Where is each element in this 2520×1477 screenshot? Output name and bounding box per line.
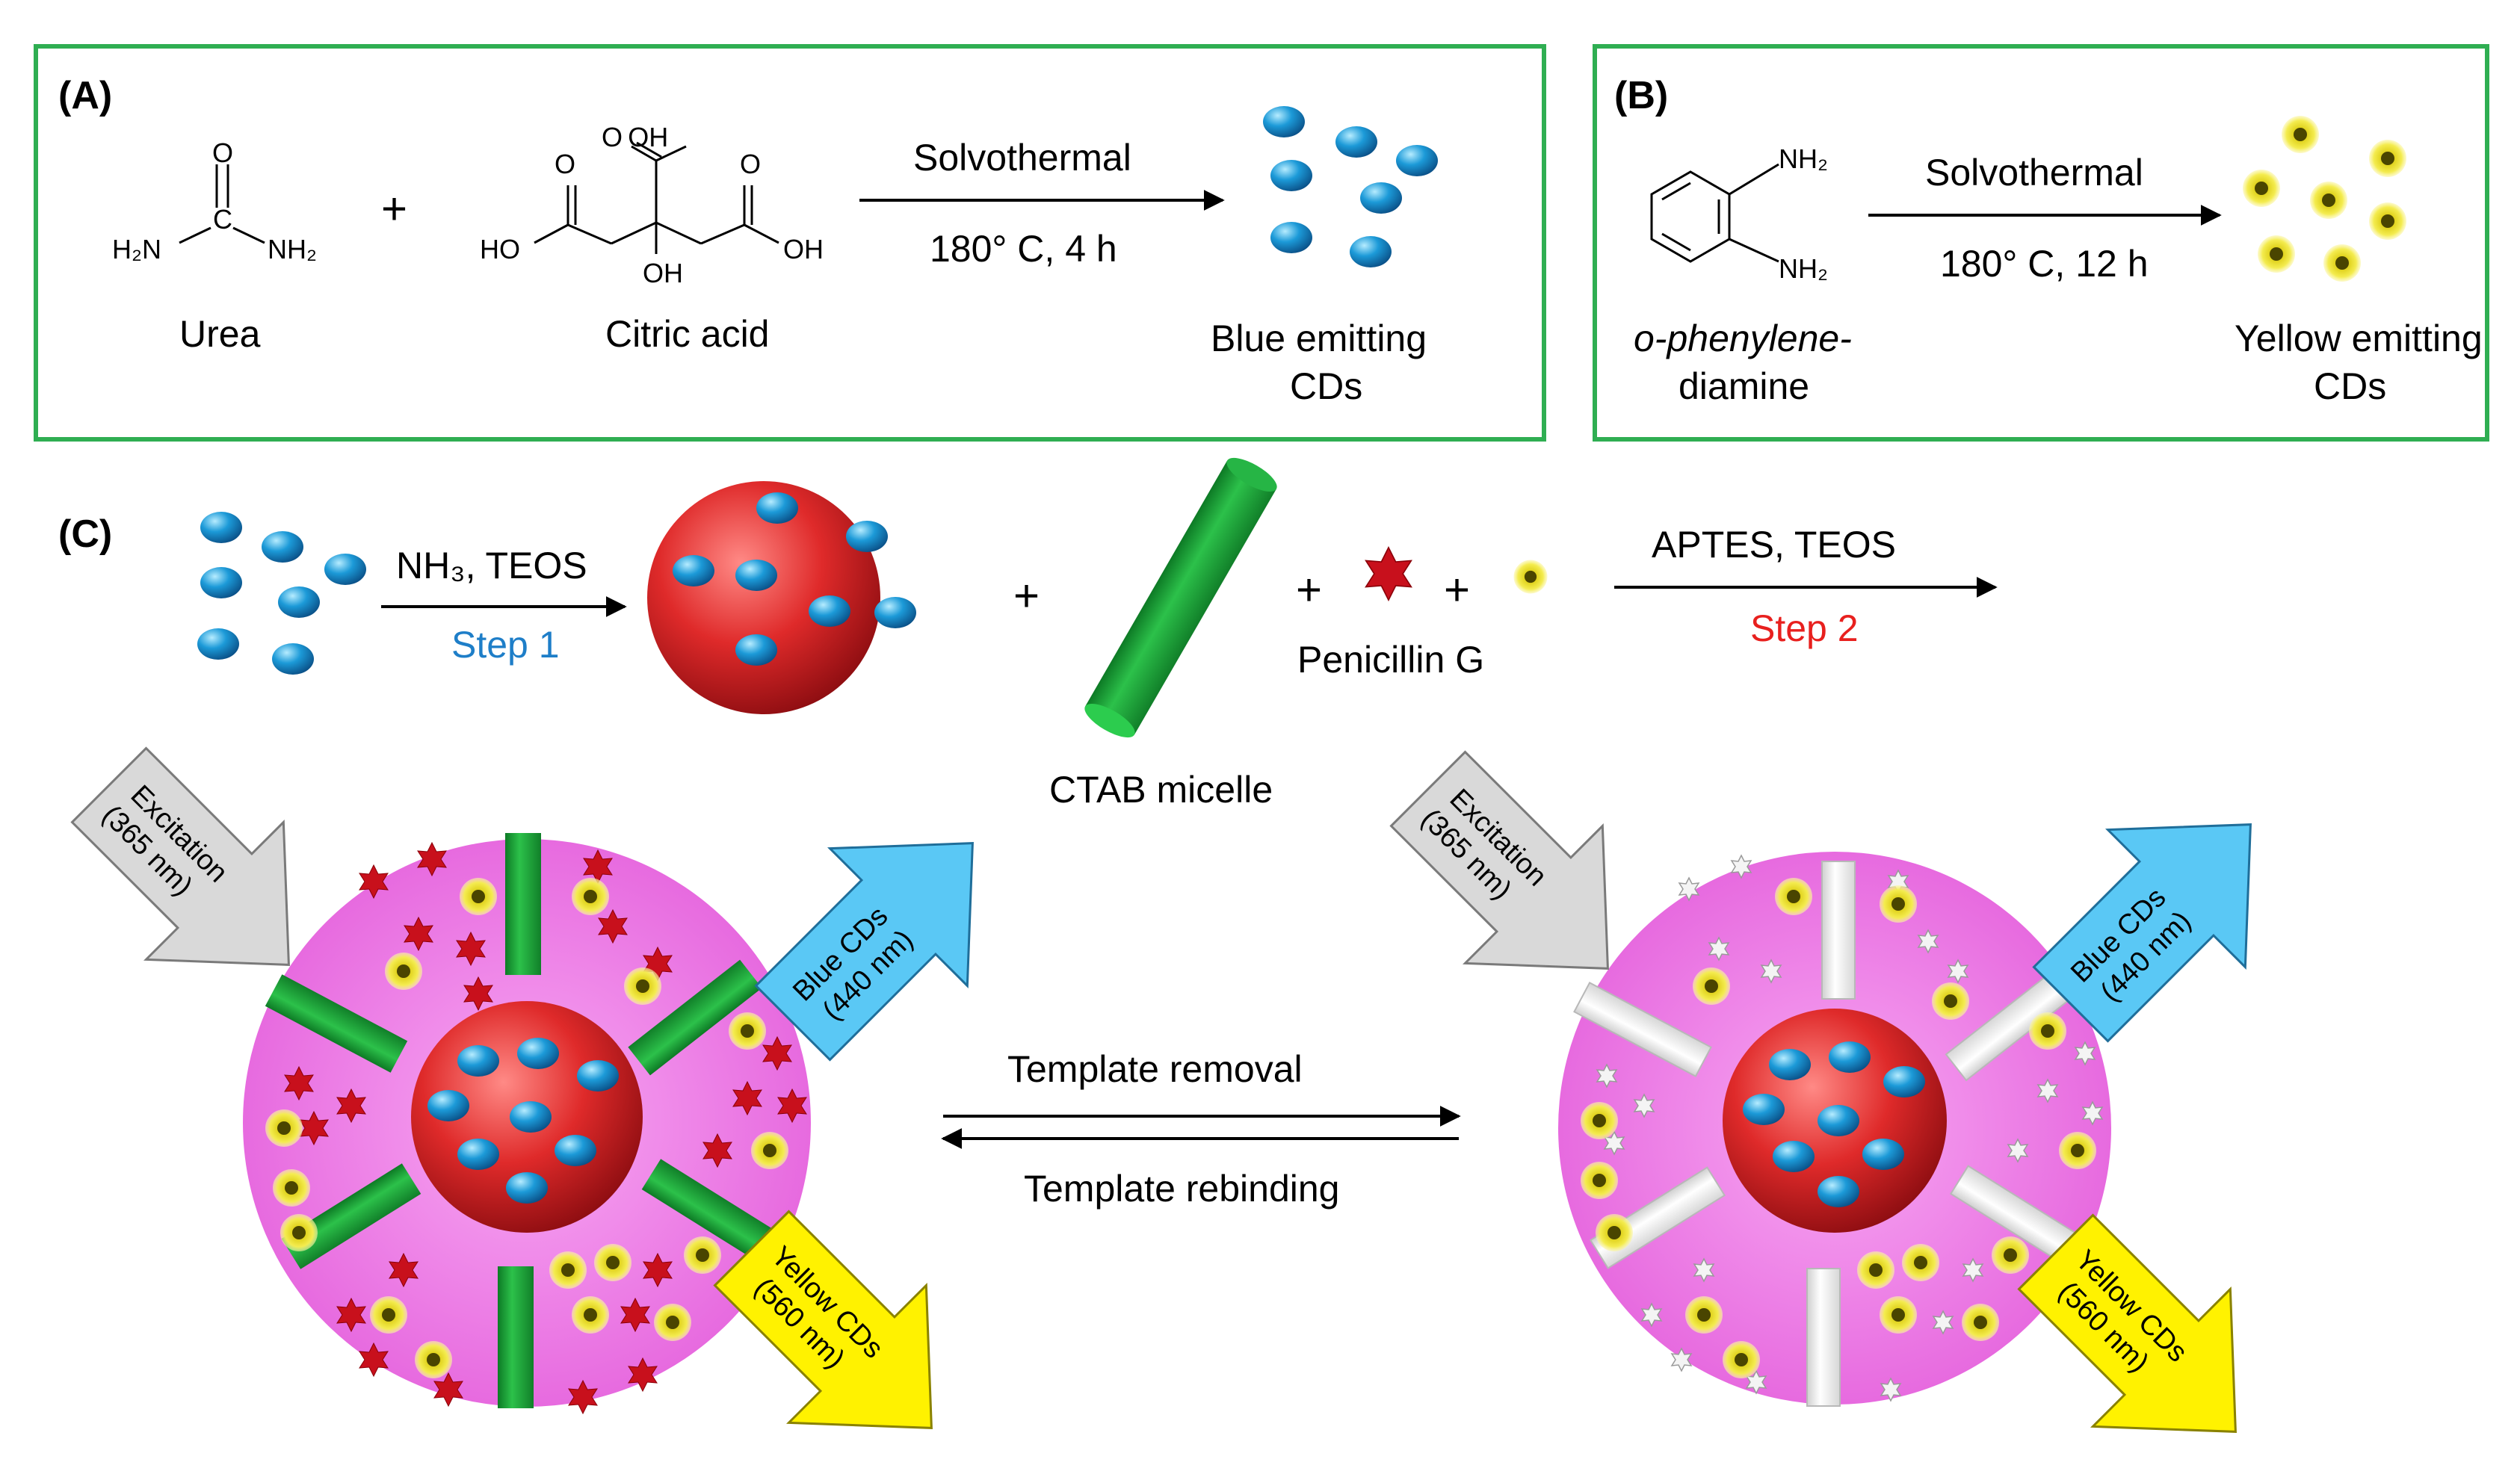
mip-particle-template-removed [1558,852,2111,1407]
panel-a-label: (A) [58,74,112,117]
yellow-cds-label-2: CDs [2314,365,2386,407]
urea-h2n: H₂N [112,234,161,264]
urea-nh2: NH₂ [268,234,317,264]
panel-a-frame [34,44,1546,442]
citric-acid-label: Citric acid [605,313,769,355]
blue-cds-label-1: Blue emitting [1211,318,1427,359]
solvothermal-b-label: Solvothermal [1925,152,2143,193]
panel-c-label: (C) [58,513,112,556]
step2-reagent: APTES, TEOS [1652,524,1896,566]
plus-a: + [381,184,407,234]
citric-o-right: O [740,149,761,179]
urea-structure [179,164,265,244]
penicillin-label: Penicillin G [1297,639,1484,681]
urea-c-atom: C [213,204,232,235]
panel-b-frame [1593,44,2489,442]
yellow-cd-single [1513,560,1548,594]
citric-o-left: O [555,149,575,179]
conditions-a-label: 180° C, 4 h [930,228,1117,270]
plus-c-1: + [1013,571,1040,621]
opd-label-2: diamine [1679,365,1809,407]
citric-o-oh-top: O OH [602,122,668,152]
step1-reagent: NH₃, TEOS [396,545,587,586]
plus-c-2: + [1296,565,1322,615]
conditions-b-label: 180° C, 12 h [1940,243,2149,285]
mip-particle-with-template [243,833,811,1414]
opd-label-1: o-phenylene- [1634,318,1852,359]
panel-b-label: (B) [1614,74,1668,117]
opd-nh2-bottom: NH₂ [1779,253,1828,284]
step2-label: Step 2 [1750,607,1859,649]
yellow-cds-cluster-b [2243,116,2406,282]
blue-emission-arrow-right: Blue CDs (440 nm) [2032,823,2252,1043]
plus-c-3: + [1444,565,1470,615]
opd-nh2-top: NH₂ [1779,143,1828,174]
blue-cds-label-2: CDs [1290,365,1362,407]
ctab-label: CTAB micelle [1049,769,1273,811]
blue-cds-cluster-a [1263,106,1438,267]
citric-ho: HO [480,234,520,264]
excitation-arrow-left: Excitation (365 nm) [70,746,290,966]
blue-cds-cluster-c [197,512,366,675]
citric-oh-right: OH [783,234,824,264]
citric-oh-bottom: OH [643,258,683,288]
template-removal-label: Template removal [1007,1048,1303,1090]
template-rebinding-label: Template rebinding [1024,1168,1340,1210]
ctab-micelle-rod [1084,457,1277,738]
urea-o-atom: O [212,137,233,168]
silica-core-with-blue-cds [647,481,916,714]
yellow-cds-label-1: Yellow emitting [2235,318,2483,359]
step1-label: Step 1 [451,624,560,666]
o-phenylenediamine-structure [1650,163,1779,263]
citric-acid-structure [534,141,779,254]
penicillin-g-star [1365,546,1412,601]
urea-label: Urea [179,313,261,355]
solvothermal-a-label: Solvothermal [913,137,1131,179]
